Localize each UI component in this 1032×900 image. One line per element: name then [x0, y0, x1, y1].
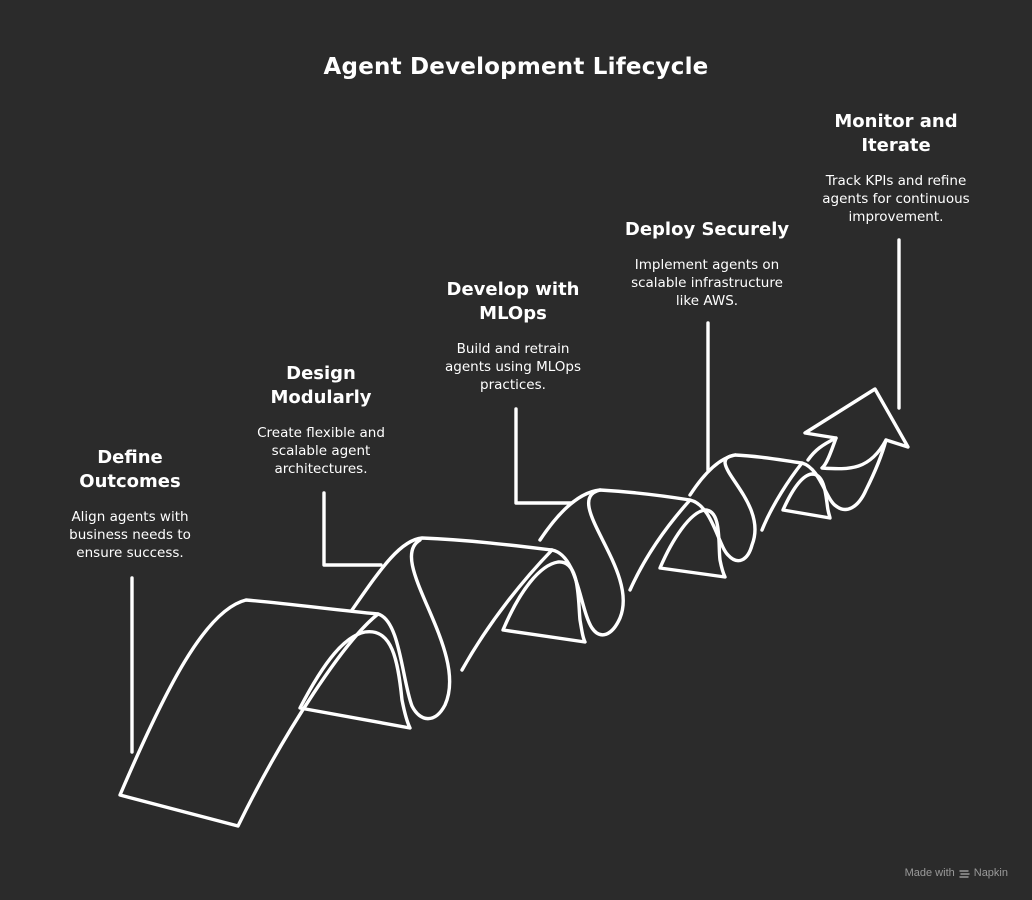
ribbon-segment-3 — [538, 488, 692, 592]
step-develop-with-mlops: Develop with MLOps Build and retrain age… — [418, 278, 608, 394]
napkin-logo-icon — [959, 868, 970, 879]
step-description: Align agents with business needs to ensu… — [40, 508, 220, 562]
ribbon-arc-3 — [658, 508, 727, 579]
step-desc-line: ensure success. — [76, 545, 184, 561]
step-desc-line: Create flexible and — [257, 425, 385, 441]
step-title-line: Monitor and — [834, 111, 958, 132]
step-title: Develop with MLOps — [418, 278, 608, 326]
step-desc-line: Build and retrain — [456, 341, 570, 357]
step-title-line: Define — [97, 447, 163, 468]
step-title: Design Modularly — [231, 362, 411, 410]
ribbon-segment-2 — [350, 536, 554, 672]
step-desc-line: improvement. — [848, 209, 944, 225]
ribbon-segment-1 — [118, 598, 380, 828]
diagram-title: Agent Development Lifecycle — [323, 54, 709, 80]
step-desc-line: practices. — [480, 377, 546, 393]
watermark-brand: Napkin — [973, 867, 1008, 879]
step-title-line: Modularly — [270, 387, 372, 408]
ribbon-fold-4 — [800, 438, 888, 512]
arrow-head — [803, 387, 910, 471]
step-description: Create flexible and scalable agent archi… — [231, 424, 411, 478]
ribbon-fold-3 — [688, 453, 757, 563]
step-desc-line: like AWS. — [675, 293, 739, 309]
step-desc-line: business needs to — [69, 527, 191, 543]
step-title: Define Outcomes — [40, 446, 220, 494]
step-desc-line: architectures. — [274, 461, 368, 477]
step-title-line: Design — [286, 363, 356, 384]
ribbon-fold-2 — [550, 488, 625, 637]
step-description: Build and retrain agents using MLOps pra… — [418, 340, 608, 394]
connector-line-3 — [514, 407, 573, 505]
step-desc-line: scalable agent — [271, 443, 371, 459]
arrow-shaft-edge — [806, 436, 838, 462]
step-deploy-securely: Deploy Securely Implement agents on scal… — [602, 218, 812, 310]
step-desc-line: scalable infrastructure — [631, 275, 783, 291]
step-desc-line: agents using MLOps — [445, 359, 581, 375]
connector-line-2 — [322, 491, 383, 567]
step-define-outcomes: Define Outcomes Align agents with busine… — [40, 446, 220, 562]
ribbon-arc-1 — [298, 630, 412, 730]
ribbon-fold-1 — [376, 538, 452, 721]
step-description: Track KPIs and refine agents for continu… — [796, 172, 996, 226]
step-title: Deploy Securely — [602, 218, 812, 242]
step-desc-line: Track KPIs and refine — [825, 173, 967, 189]
step-title-line: Develop with — [446, 279, 580, 300]
napkin-watermark: Made with Napkin — [905, 867, 1008, 879]
step-title-line: Iterate — [861, 135, 931, 156]
step-design-modularly: Design Modularly Create flexible and sca… — [231, 362, 411, 478]
step-description: Implement agents on scalable infrastruct… — [602, 256, 812, 310]
step-desc-line: Align agents with — [71, 509, 189, 525]
step-title-line: Outcomes — [79, 471, 181, 492]
step-desc-line: Implement agents on — [634, 257, 780, 273]
watermark-made-with: Made with — [904, 867, 955, 879]
step-title-line: MLOps — [479, 303, 547, 324]
step-title-line: Deploy Securely — [624, 219, 790, 240]
step-desc-line: agents for continuous — [822, 191, 970, 207]
step-monitor-and-iterate: Monitor and Iterate Track KPIs and refin… — [796, 110, 996, 226]
step-title: Monitor and Iterate — [796, 110, 996, 158]
ribbon-segment-4 — [688, 453, 804, 532]
